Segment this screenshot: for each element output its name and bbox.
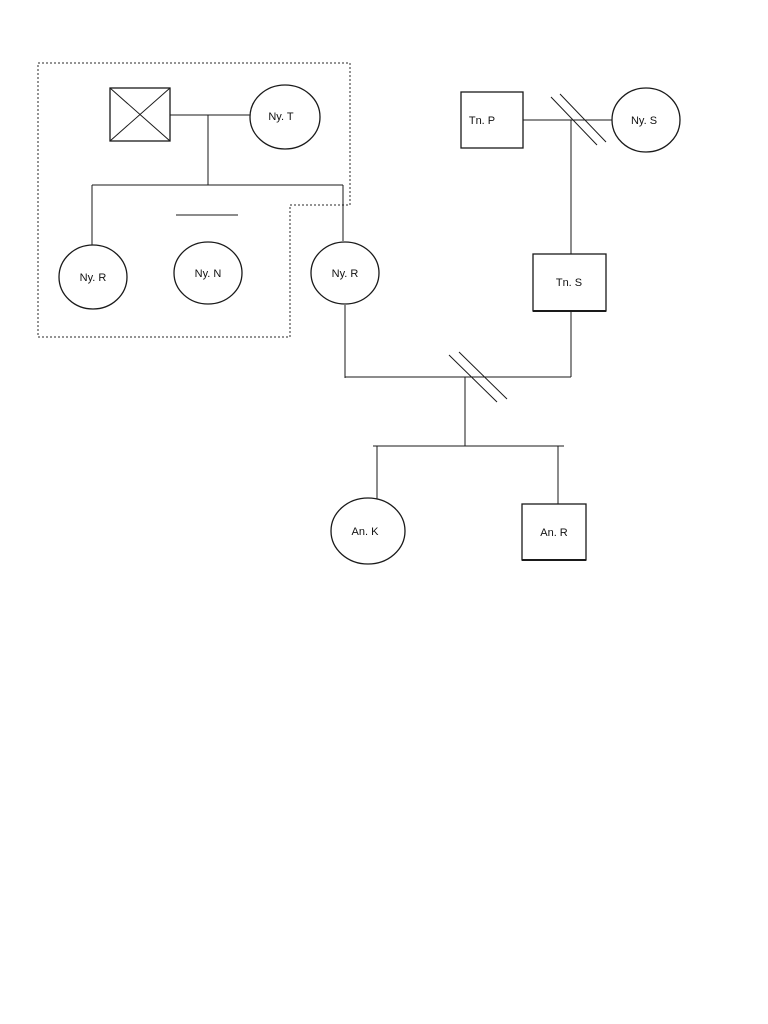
ny-r-sibling-circle (58, 244, 128, 310)
person-ny-n: Ny. N (173, 241, 243, 305)
person-tn-p: Tn. P (460, 91, 524, 149)
deceased-cross-line-2 (109, 87, 171, 142)
person-deceased-father (109, 87, 171, 142)
divorce-slash-1-top (550, 96, 598, 146)
divorce-slash-2-top (559, 93, 607, 143)
person-an-k: An. K (330, 497, 406, 565)
ny-t-circle (249, 84, 321, 150)
ny-n-circle (173, 241, 243, 305)
household-boundary (37, 62, 351, 338)
tn-p-label: Tn. P (469, 115, 495, 127)
ny-r-label: Ny. R (332, 268, 359, 280)
an-r-square (521, 503, 587, 561)
person-ny-r: Ny. R (310, 241, 380, 305)
ny-t-label: Ny. T (268, 111, 294, 123)
divorce-slash-2-bottom (458, 351, 508, 400)
an-k-circle (330, 497, 406, 565)
person-ny-t: Ny. T (249, 84, 321, 150)
person-an-r: An. R (521, 503, 587, 561)
ny-r-circle (310, 241, 380, 305)
ny-r-sibling-label: Ny. R (80, 272, 107, 284)
ny-s-label: Ny. S (631, 115, 657, 127)
tn-p-square (460, 91, 524, 149)
person-ny-s: Ny. S (611, 87, 681, 153)
ny-n-label: Ny. N (195, 268, 222, 280)
ny-s-circle (611, 87, 681, 153)
an-r-label: An. R (540, 527, 568, 539)
divorce-slash-1-bottom (448, 354, 498, 403)
an-k-label: An. K (352, 526, 380, 538)
tn-s-label: Tn. S (556, 277, 582, 289)
person-ny-r-sibling: Ny. R (58, 244, 128, 310)
person-tn-s: Tn. S (532, 253, 607, 312)
